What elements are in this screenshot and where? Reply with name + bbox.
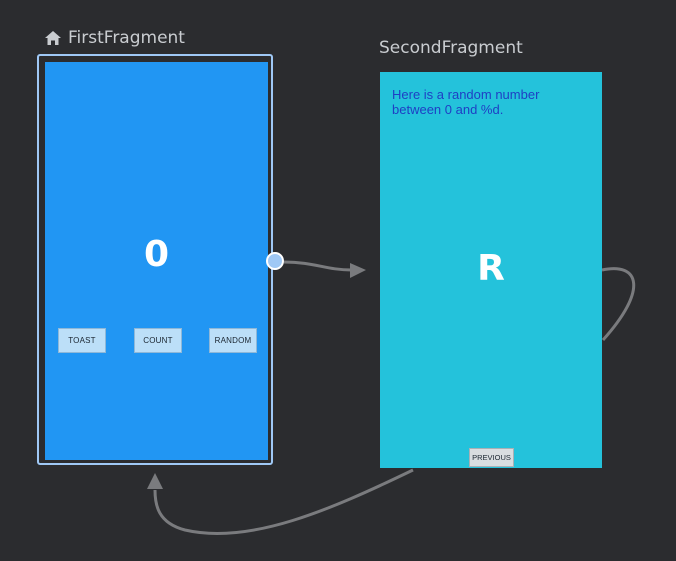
count-value: 0 — [143, 234, 170, 275]
home-icon — [45, 31, 61, 45]
count-button[interactable]: COUNT — [134, 328, 182, 353]
action-anchor-handle[interactable] — [266, 252, 284, 270]
previous-button[interactable]: PREVIOUS — [469, 448, 514, 467]
toast-button[interactable]: TOAST — [58, 328, 106, 353]
action-second-self-loop[interactable] — [601, 267, 636, 342]
action-second-to-first[interactable] — [153, 468, 414, 535]
second-fragment-title-label: SecondFragment — [379, 38, 523, 58]
first-fragment-preview[interactable]: 0 TOAST COUNT RANDOM — [45, 62, 268, 460]
second-fragment-title[interactable]: SecondFragment — [379, 38, 523, 58]
action-first-to-second[interactable] — [283, 260, 353, 272]
second-fragment-preview[interactable]: Here is a random number between 0 and %d… — [380, 72, 602, 468]
action-second-to-first-arrowhead — [147, 473, 163, 489]
action-first-to-second-arrowhead — [350, 263, 366, 278]
random-value: R — [477, 248, 505, 289]
first-fragment-title-label: FirstFragment — [68, 28, 185, 48]
random-button[interactable]: RANDOM — [209, 328, 257, 353]
random-heading: Here is a random number between 0 and %d… — [392, 87, 540, 117]
first-fragment-title[interactable]: FirstFragment — [44, 28, 185, 48]
